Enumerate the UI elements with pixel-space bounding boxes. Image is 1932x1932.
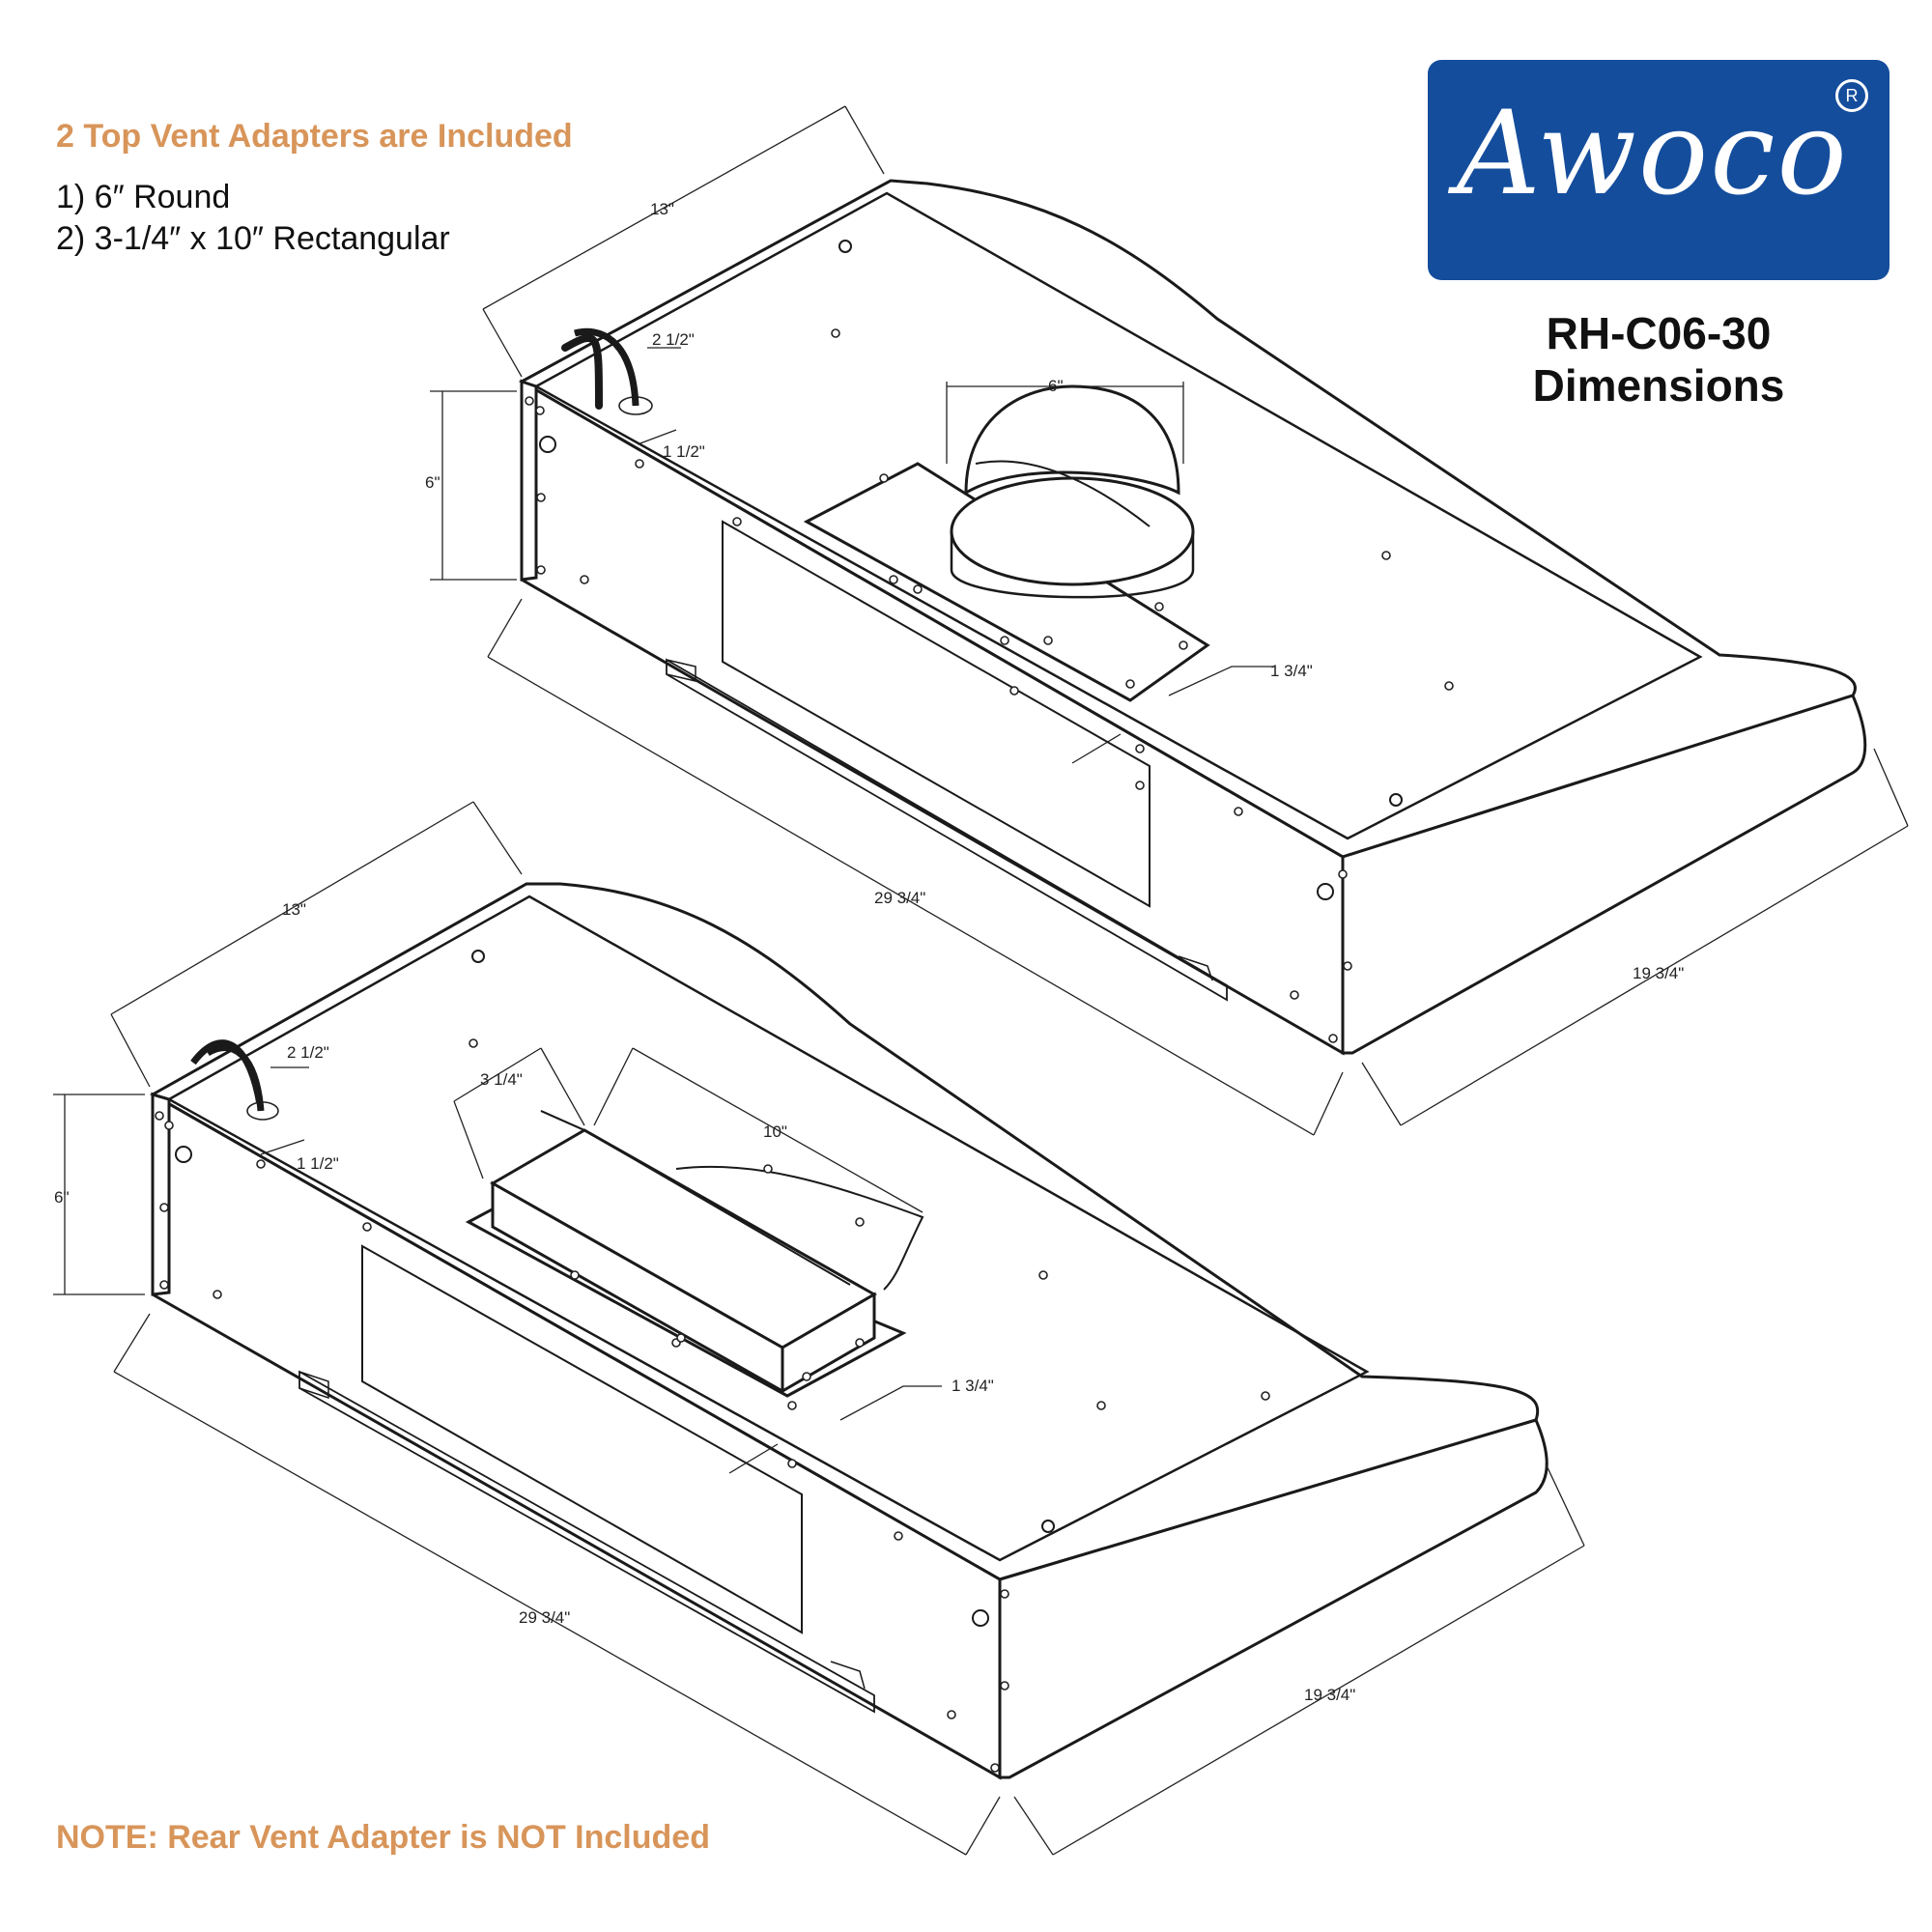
top-vent-diameter-label: 6" bbox=[1048, 377, 1064, 395]
included-adapters-note: 2 Top Vent Adapters are Included bbox=[56, 118, 573, 155]
adapter-rectangular-line: 2) 3-1/4″ x 10″ Rectangular bbox=[56, 220, 450, 257]
bottom-height-label: 6" bbox=[54, 1188, 70, 1207]
bottom-vent-short-label: 3 1/4" bbox=[480, 1070, 523, 1089]
bottom-width-label: 29 3/4" bbox=[519, 1608, 571, 1627]
top-cord-offset-1-label: 2 1/2" bbox=[652, 330, 695, 349]
bottom-vent-long-label: 10" bbox=[763, 1122, 787, 1141]
bottom-cord-offset-2-label: 1 1/2" bbox=[297, 1154, 339, 1173]
top-hood-dimension-lines bbox=[430, 105, 1909, 1136]
registered-mark-icon: R bbox=[1835, 79, 1868, 112]
bottom-front-depth-label: 19 3/4" bbox=[1304, 1686, 1356, 1704]
model-title: RH-C06-30 Dimensions bbox=[1532, 308, 1785, 411]
top-hood-screws bbox=[525, 328, 1454, 1043]
bottom-hood-dimension-lines bbox=[53, 801, 1585, 1856]
top-depth-label: 13" bbox=[650, 200, 674, 218]
top-front-depth-label: 19 3/4" bbox=[1633, 964, 1685, 982]
bottom-range-hood-drawing bbox=[149, 882, 1548, 1780]
top-cord-offset-2-label: 1 1/2" bbox=[663, 442, 705, 461]
rear-adapter-note: NOTE: Rear Vent Adapter is NOT Included bbox=[56, 1819, 710, 1856]
brand-logo-text: Awoco bbox=[1457, 87, 1849, 221]
bottom-cord-offset-1-label: 2 1/2" bbox=[287, 1043, 329, 1062]
top-range-hood-drawing bbox=[518, 179, 1867, 1056]
top-width-label: 29 3/4" bbox=[874, 889, 926, 907]
top-height-label: 6" bbox=[425, 473, 440, 492]
adapter-round-line: 1) 6″ Round bbox=[56, 179, 231, 215]
brand-logo: Awoco R bbox=[1428, 60, 1889, 280]
bottom-vent-offset-label: 1 3/4" bbox=[952, 1377, 994, 1395]
bottom-depth-label: 13" bbox=[282, 900, 306, 919]
top-vent-offset-label: 1 3/4" bbox=[1270, 662, 1313, 680]
